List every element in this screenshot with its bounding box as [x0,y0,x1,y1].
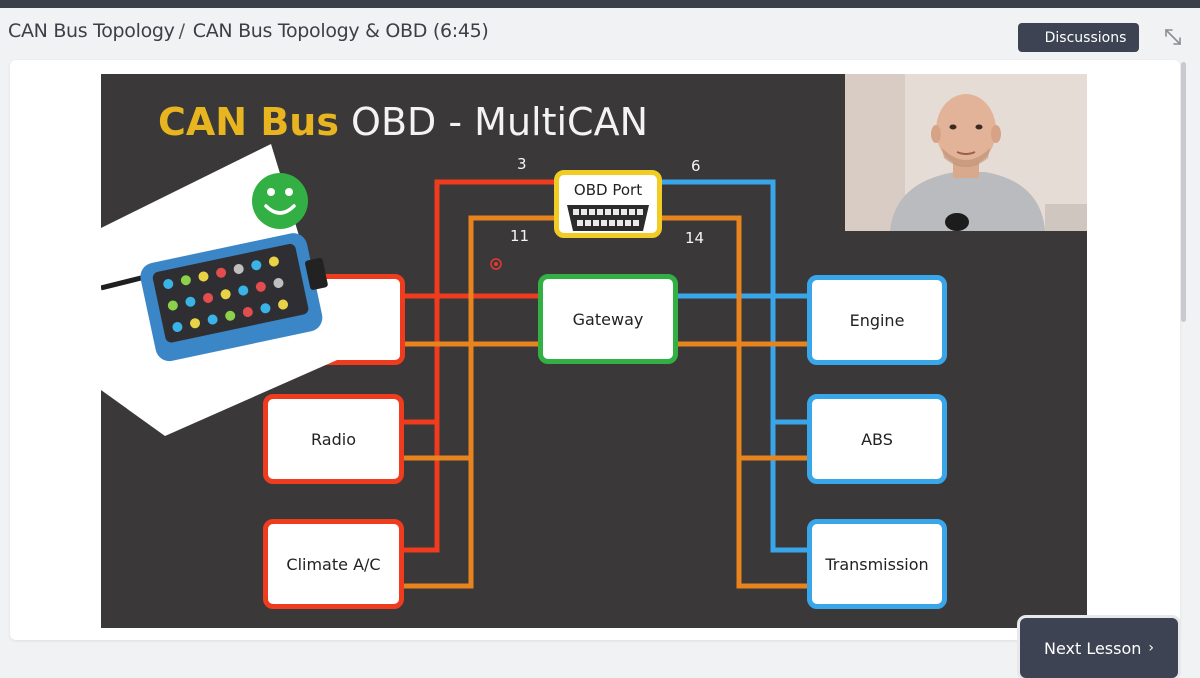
obd-port-node: OBD Port [554,170,662,238]
breadcrumb-current: CAN Bus Topology & OBD (6:45) [192,20,489,42]
page-scrollbar[interactable] [1181,62,1186,322]
obd-port-label: OBD Port [573,181,643,199]
top-bar [0,0,1200,8]
slide-title: CAN Bus OBD - MultiCAN [158,100,648,144]
climate-node: Climate A/C [263,519,404,609]
next-lesson-button[interactable]: Next Lesson › [1020,618,1178,678]
discussions-button[interactable]: Discussions [1018,23,1139,52]
expand-icon[interactable] [1160,24,1186,50]
radio-node: Radio [263,394,404,484]
breadcrumb: CAN Bus Topology/ CAN Bus Topology & OBD … [8,20,489,42]
pin-6-label: 6 [691,157,701,175]
abs-node: ABS [807,394,947,484]
breadcrumb-parent-link[interactable]: CAN Bus Topology [8,20,175,42]
breadcrumb-separator: / [178,20,185,42]
lesson-video-slide[interactable]: CAN Bus OBD - MultiCAN OBD Port 3 6 11 1… [101,74,1087,628]
pin-3-label: 3 [517,155,527,173]
chevron-right-icon: › [1148,640,1155,656]
transmission-node: Transmission [807,519,947,609]
next-lesson-label: Next Lesson [1043,638,1142,658]
pin-14-label: 14 [685,229,705,247]
can-bus-wiring-diagram [401,179,811,589]
can-interface-device-image [101,144,337,436]
pin-11-label: 11 [510,227,530,245]
smiley-icon [252,173,308,229]
engine-node: Engine [807,275,947,365]
obd-connector-icon [567,205,649,231]
presenter-webcam [845,74,1087,231]
gateway-node: Gateway [538,274,678,364]
